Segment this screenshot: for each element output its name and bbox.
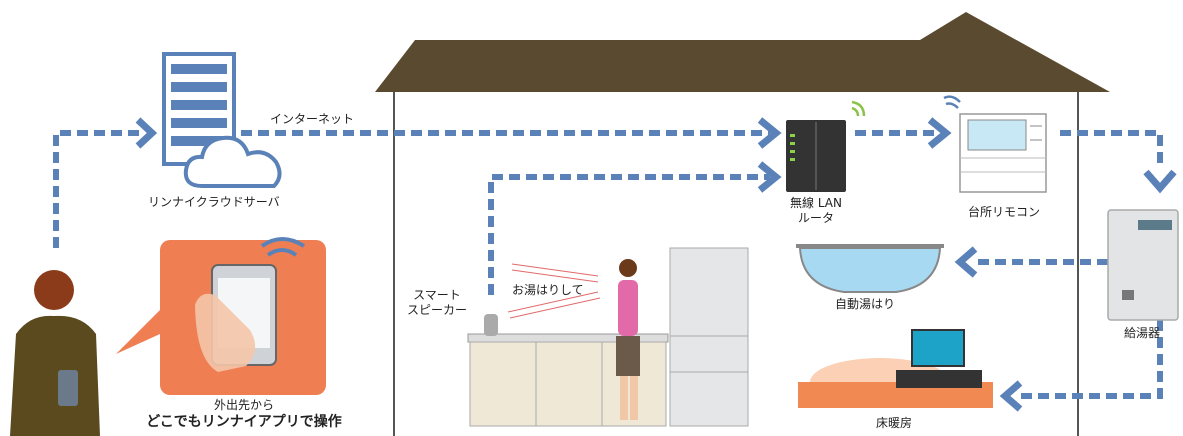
kitchen-remote-label: 台所リモコン bbox=[968, 205, 1041, 219]
speech-lines bbox=[507, 263, 601, 319]
smart-speaker-icon bbox=[484, 314, 498, 336]
arrow-head-icon bbox=[999, 380, 1023, 412]
woman-figure bbox=[616, 259, 640, 420]
arrow-head-icon bbox=[135, 117, 158, 149]
person-to-cloud-line bbox=[53, 130, 140, 248]
wireless-lan-line1: 無線 LAN bbox=[790, 196, 842, 210]
floor-heating-label: 床暖房 bbox=[876, 416, 913, 430]
router-icon bbox=[786, 120, 846, 192]
wifi-icon bbox=[851, 100, 866, 117]
cloud-server-label: リンナイクラウドサーバ bbox=[148, 195, 280, 209]
phone-bubble bbox=[116, 237, 326, 395]
water-heater-icon bbox=[1107, 209, 1179, 321]
cloud-icon bbox=[183, 135, 282, 188]
smart-speaker-line2: スピーカー bbox=[406, 303, 467, 317]
auto-bath-label: 自動湯はり bbox=[835, 297, 896, 311]
person-figure bbox=[10, 270, 100, 436]
connection-lines bbox=[53, 130, 1163, 399]
house bbox=[375, 12, 1110, 436]
remote-to-heater-line bbox=[1060, 130, 1163, 168]
arrow-head-icon bbox=[757, 117, 782, 149]
heater-to-floor-line bbox=[1020, 320, 1163, 399]
wifi-icon bbox=[260, 237, 306, 257]
smart-speaker-label: スマート スピーカー bbox=[402, 288, 472, 318]
caption-line1: 外出先から bbox=[213, 398, 274, 412]
bathtub-icon bbox=[796, 244, 944, 293]
wireless-lan-line2: ルータ bbox=[797, 211, 834, 225]
arrow-head-icon bbox=[927, 117, 952, 149]
wifi-icon bbox=[943, 95, 961, 109]
arrow-head-icon bbox=[1143, 169, 1177, 194]
floor-heating-icon bbox=[798, 329, 993, 408]
kitchen-counter bbox=[467, 247, 749, 427]
arrow-head-icon bbox=[954, 246, 978, 278]
arrow-head-icon bbox=[757, 161, 782, 193]
kitchen-remote-icon bbox=[959, 113, 1047, 193]
arrow-heads bbox=[135, 117, 1177, 412]
internet-label: インターネット bbox=[270, 112, 355, 126]
caption-line2: どこでもリンナイアプリで操作 bbox=[146, 414, 342, 430]
smart-speaker-line1: スマート bbox=[413, 288, 461, 302]
speaker-to-router-line bbox=[488, 174, 770, 295]
water-heater-label: 給湯器 bbox=[1124, 326, 1161, 340]
wireless-lan-router-label: 無線 LAN ルータ bbox=[780, 196, 852, 226]
speech-label: お湯はりして bbox=[512, 283, 584, 297]
